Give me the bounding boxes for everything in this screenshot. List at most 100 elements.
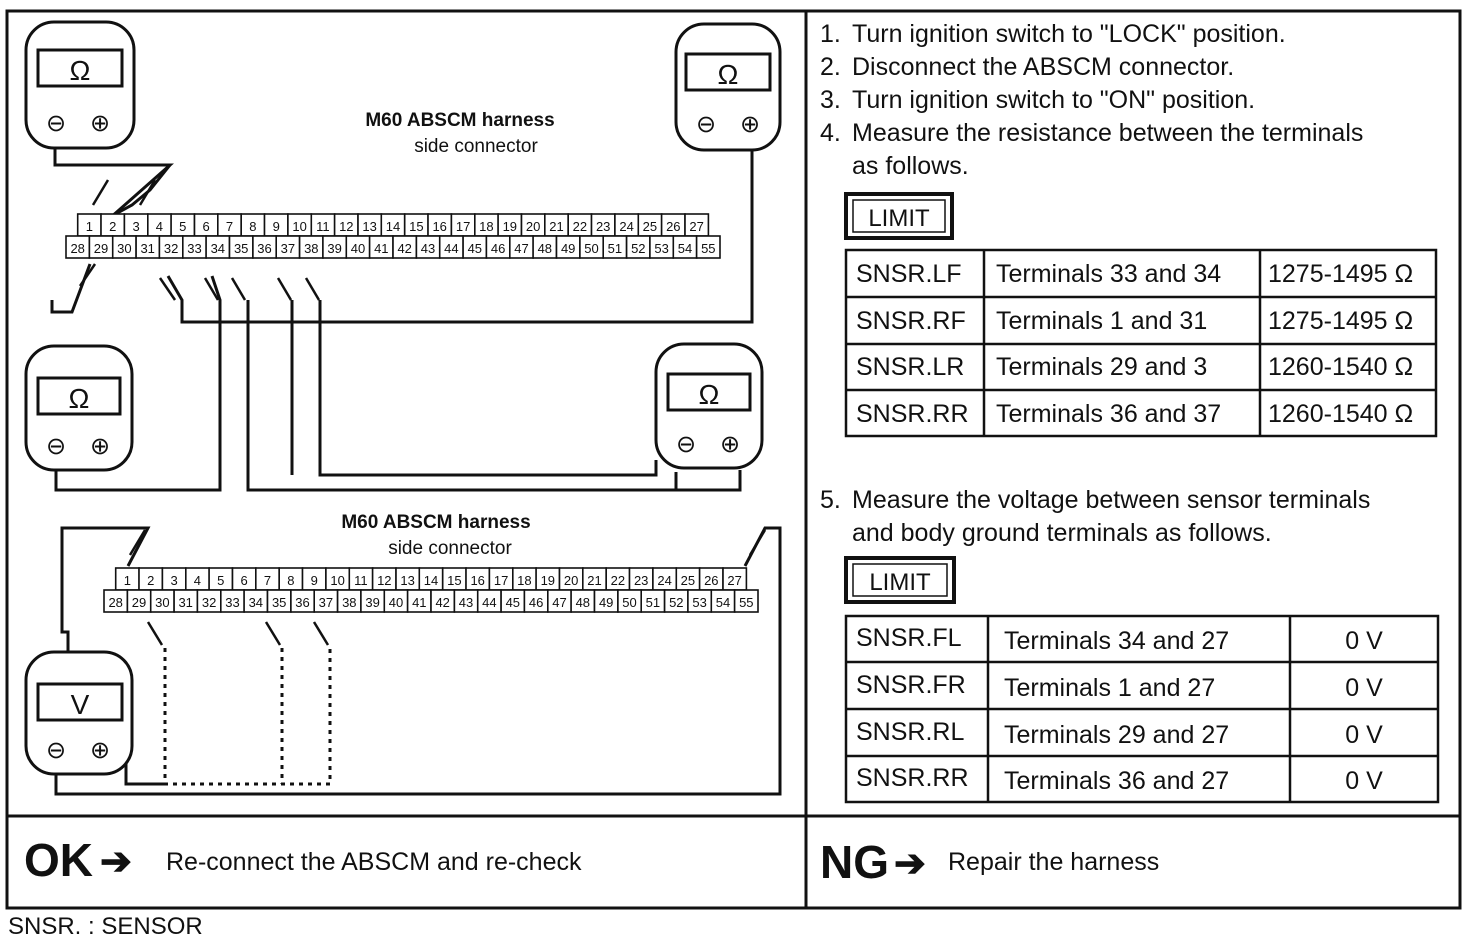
ohmmeter-middle-left: Ω ⊖ ⊕	[24, 344, 134, 472]
terminal-cell	[733, 589, 759, 613]
step-1-num: 1.	[820, 20, 841, 48]
terminal-number: 22	[611, 573, 625, 588]
terminal-number: 22	[573, 219, 587, 234]
terminal-number: 31	[140, 241, 154, 256]
volt-row1-sensor: SNSR.FL	[856, 624, 962, 652]
terminal-number: 20	[526, 219, 540, 234]
terminal-number: 9	[311, 573, 318, 588]
terminal-number: 26	[704, 573, 718, 588]
minus-icon: ⊖	[696, 111, 716, 138]
terminal-number: 37	[319, 595, 333, 610]
terminal-number: 53	[654, 241, 668, 256]
connector-label-bottom-1: M60 ABSCM harness	[341, 512, 530, 533]
terminal-number: 1	[124, 573, 131, 588]
step-2-num: 2.	[820, 53, 841, 81]
terminal-number: 26	[666, 219, 680, 234]
terminal-number: 33	[187, 241, 201, 256]
limit-badge-resistance: LIMIT	[844, 192, 954, 240]
outer-frame	[5, 9, 1462, 910]
terminal-number: 41	[374, 241, 388, 256]
terminal-number: 46	[491, 241, 505, 256]
terminal-number: 5	[179, 219, 186, 234]
terminal-number: 40	[351, 241, 365, 256]
terminal-number: 44	[482, 595, 496, 610]
terminal-number: 47	[514, 241, 528, 256]
terminal-number: 48	[576, 595, 590, 610]
terminal-number: 13	[362, 219, 376, 234]
plus-icon: ⊕	[90, 110, 110, 137]
terminal-number: 55	[701, 241, 715, 256]
plus-icon: ⊕	[90, 737, 110, 764]
step-4-text-2: as follows.	[852, 152, 969, 180]
terminal-number: 41	[412, 595, 426, 610]
terminal-number: 49	[561, 241, 575, 256]
plus-icon: ⊕	[740, 111, 760, 138]
terminal-number: 43	[459, 595, 473, 610]
terminal-number: 2	[109, 219, 116, 234]
ohm-symbol: Ω	[699, 379, 720, 410]
terminal-number: 6	[240, 573, 247, 588]
terminal-number: 1	[86, 219, 93, 234]
plus-icon: ⊕	[720, 431, 740, 458]
terminal-number: 23	[634, 573, 648, 588]
res-row2-terminals: Terminals 1 and 31	[996, 307, 1207, 335]
step-4-num: 4.	[820, 119, 841, 147]
res-row4-sensor: SNSR.RR	[856, 400, 969, 428]
terminal-number: 35	[234, 241, 248, 256]
res-row1-value: 1275-1495 Ω	[1268, 260, 1413, 288]
terminal-number: 30	[117, 241, 131, 256]
voltmeter-bottom-left: V ⊖ ⊕	[24, 650, 134, 776]
volt-row4-value: 0 V	[1345, 767, 1383, 795]
terminal-number: 30	[155, 595, 169, 610]
terminal-number: 38	[304, 241, 318, 256]
terminal-number: 20	[564, 573, 578, 588]
minus-icon: ⊖	[46, 110, 66, 137]
terminal-number: 31	[178, 595, 192, 610]
terminal-number: 45	[506, 595, 520, 610]
terminal-number: 29	[94, 241, 108, 256]
ohm-symbol: Ω	[718, 59, 739, 90]
terminal-number: 27	[727, 573, 741, 588]
footnote: SNSR. : SENSOR	[8, 913, 203, 940]
terminal-number: 48	[538, 241, 552, 256]
terminal-number: 10	[330, 573, 344, 588]
terminal-number: 27	[689, 219, 703, 234]
res-row2-value: 1275-1495 Ω	[1268, 307, 1413, 335]
volt-row1-terminals: Terminals 34 and 27	[1004, 627, 1229, 655]
terminal-number: 11	[316, 219, 330, 234]
terminal-number: 5	[217, 573, 224, 588]
terminal-number: 34	[211, 241, 225, 256]
ng-arrow-icon: ➔	[894, 843, 926, 885]
ok-result: OK ➔ Re-connect the ABSCM and re-check	[24, 834, 582, 886]
terminal-number: 32	[164, 241, 178, 256]
terminal-number: 7	[264, 573, 271, 588]
limit-label: LIMIT	[869, 569, 931, 596]
ng-result: NG ➔ Repair the harness	[820, 836, 1159, 888]
terminal-number: 28	[70, 241, 84, 256]
instruction-steps: 1. Turn ignition switch to "LOCK" positi…	[820, 20, 1370, 547]
terminal-number: 19	[541, 573, 555, 588]
terminal-number: 8	[287, 573, 294, 588]
terminal-number: 25	[643, 219, 657, 234]
terminal-number: 25	[681, 573, 695, 588]
volt-row3-value: 0 V	[1345, 721, 1383, 749]
terminal-number: 36	[295, 595, 309, 610]
terminal-number: 36	[257, 241, 271, 256]
terminal-number: 8	[249, 219, 256, 234]
terminal-number: 40	[389, 595, 403, 610]
ohmmeter-top-right: Ω ⊖ ⊕	[674, 22, 782, 152]
terminal-number: 34	[249, 595, 263, 610]
terminal-number: 37	[281, 241, 295, 256]
terminal-number: 47	[552, 595, 566, 610]
terminal-number: 2	[147, 573, 154, 588]
res-row3-value: 1260-1540 Ω	[1268, 353, 1413, 381]
ok-label: OK	[24, 834, 93, 886]
step-3-num: 3.	[820, 86, 841, 114]
terminal-number: 14	[386, 219, 400, 234]
terminal-number: 21	[549, 219, 563, 234]
ohm-symbol: Ω	[69, 383, 90, 414]
terminal-number: 35	[272, 595, 286, 610]
step-5-num: 5.	[820, 486, 841, 514]
